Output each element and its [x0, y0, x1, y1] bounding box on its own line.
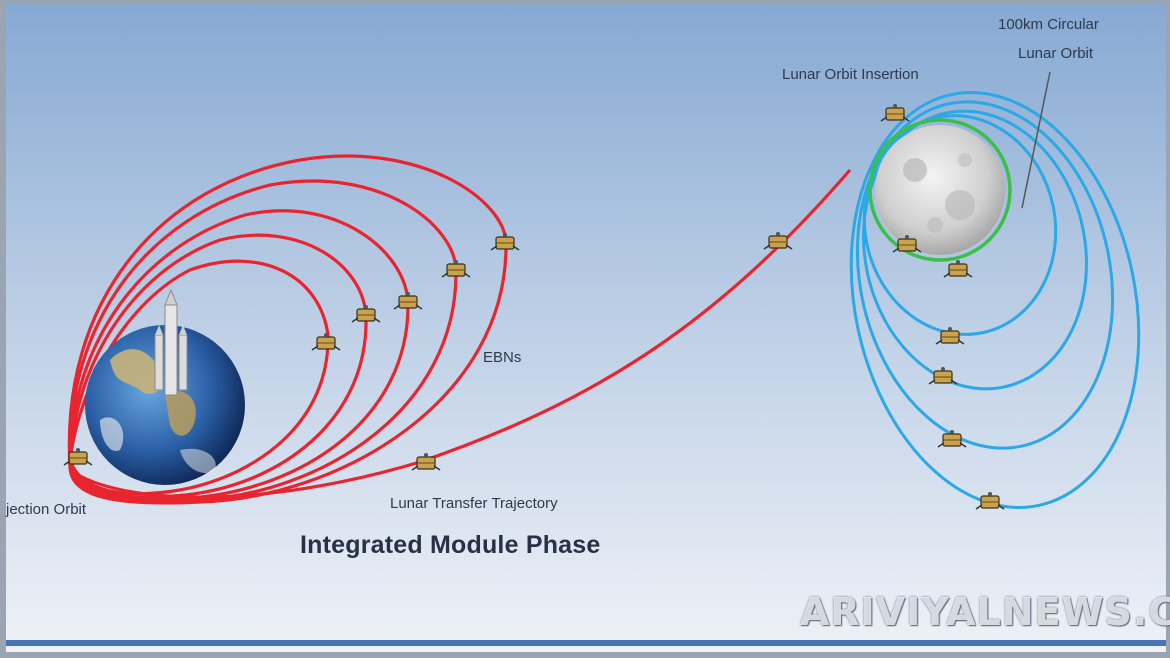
lunar-orbit-1	[862, 114, 1058, 336]
earth-orbit-label: jection Orbit	[6, 501, 87, 518]
earth-orbit-1b	[68, 334, 330, 496]
earth-orbit-3	[68, 209, 410, 465]
lunar-orbit-3	[855, 100, 1115, 450]
earth-icon	[85, 325, 245, 485]
lunar-orbit-4	[849, 91, 1141, 509]
bottom-stripe	[6, 640, 1166, 646]
earth-orbit-2	[68, 233, 368, 463]
lunar-bound-orbits	[849, 91, 1141, 509]
moon-icon	[875, 125, 1005, 255]
earth-bound-orbits	[67, 154, 852, 505]
circular-orbit-label-line1: 100km Circular	[998, 16, 1099, 33]
lunar-transfer-trajectory	[69, 168, 852, 499]
phase-title: Integrated Module Phase	[300, 531, 601, 559]
circular-lunar-orbit	[868, 118, 1012, 262]
lunar-orbit-2	[862, 109, 1088, 391]
watermark: ARIVIYALNEWS.COM	[800, 590, 1170, 634]
earth-orbit-2b	[68, 317, 368, 499]
earth-orbit-4b	[68, 269, 458, 503]
earth-orbit-5	[67, 154, 508, 469]
circular-orbit-label-line2: Lunar Orbit	[1018, 45, 1094, 62]
lunar-transfer-label: Lunar Transfer Trajectory	[390, 495, 558, 512]
earth-orbit-3b	[68, 301, 410, 502]
rocket-icon	[154, 288, 188, 396]
circular-orbit-pointer	[1021, 71, 1051, 209]
lunar-orbit-insertion-label: Lunar Orbit Insertion	[782, 66, 919, 83]
earth-orbit-4	[68, 179, 458, 467]
ebns-label: EBNs	[483, 349, 522, 366]
